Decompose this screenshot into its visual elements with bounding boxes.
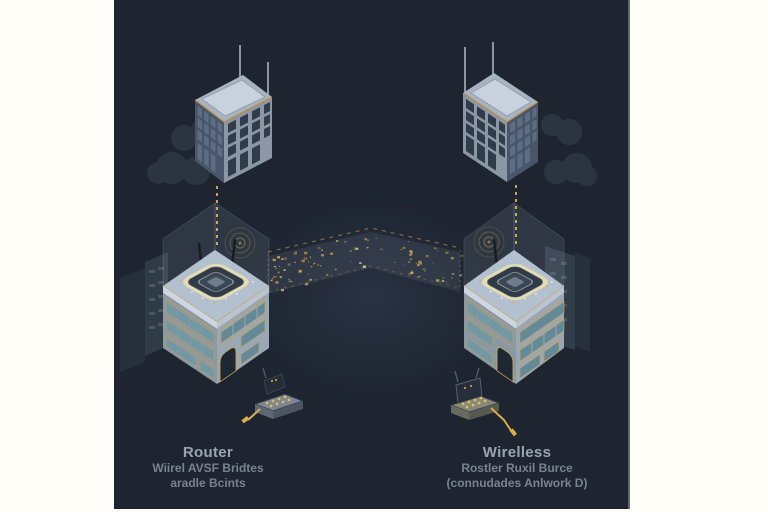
- wireless-router-right: [482, 263, 548, 301]
- network-illustration-panel: Router Wiirel AVSF Bridtes aradle Bcints…: [114, 0, 630, 509]
- building-top-left: [194, 45, 273, 183]
- door-arch: [496, 346, 514, 383]
- beam-data-particles: [265, 237, 464, 292]
- window-grid: [197, 105, 223, 173]
- network-diagram-canvas: [120, 42, 597, 437]
- window-band: [466, 296, 514, 383]
- background-building-left: [120, 252, 168, 372]
- wifi-doodle-icon: [473, 226, 505, 258]
- cable: [490, 407, 513, 433]
- building-main-left: [162, 238, 270, 384]
- window-band: [518, 298, 565, 379]
- cable: [247, 408, 261, 421]
- glass-walls-right: [463, 202, 565, 287]
- cloud-right-icon: [541, 114, 597, 186]
- window-grid: [228, 102, 270, 177]
- door-arch: [219, 346, 237, 383]
- wireless-router-left: [183, 263, 249, 301]
- window-band: [219, 296, 267, 383]
- window-grid: [466, 98, 505, 171]
- window-grid: [510, 106, 537, 175]
- building-main-right: [463, 238, 565, 384]
- wireless-link-beam: [265, 227, 464, 294]
- center-glow: [222, 183, 522, 413]
- building-top-right: [462, 42, 539, 182]
- router-antenna-icon: [492, 238, 499, 268]
- network-adapter-device-right: [449, 367, 518, 437]
- network-adapter-device-left: [241, 367, 305, 424]
- wifi-doodle-icon: [224, 227, 256, 259]
- window-band: [165, 296, 215, 380]
